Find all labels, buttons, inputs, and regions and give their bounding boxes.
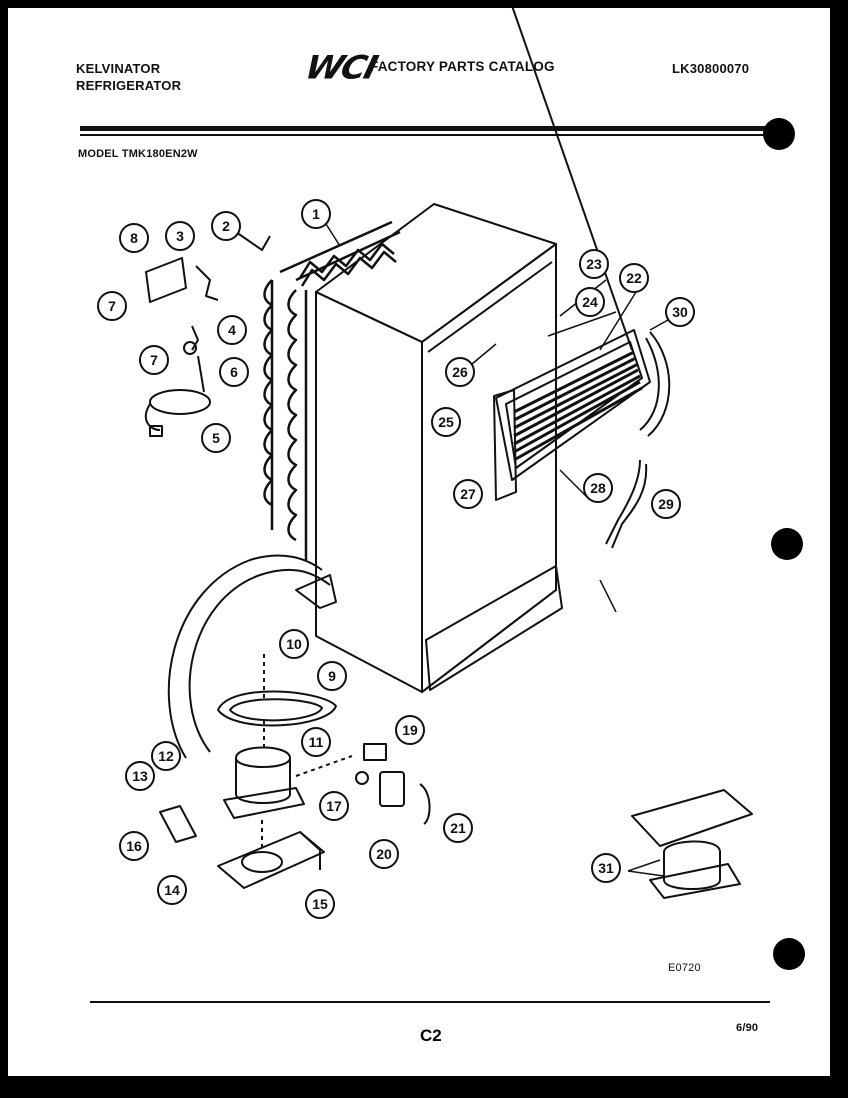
binder-hole-middle [771,528,803,560]
exploded-parts-diagram: 1 2 3 8 7 4 7 6 5 23 22 24 30 26 25 27 2… [97,8,753,919]
callout-19: 19 [395,715,425,745]
svg-text:15: 15 [312,896,328,912]
svg-text:12: 12 [158,748,174,764]
callout-24: 24 [575,287,605,317]
svg-text:28: 28 [590,480,606,496]
binder-hole-bottom [773,938,805,970]
svg-text:9: 9 [328,668,336,684]
svg-text:11: 11 [309,734,324,750]
drawing-code: E0720 [668,962,701,974]
callout-22: 22 [619,263,649,293]
svg-text:29: 29 [658,496,674,512]
model-label: MODEL TMK180EN2W [78,148,198,160]
catalog-title: FACTORY PARTS CATALOG [370,59,555,74]
svg-text:19: 19 [402,722,418,738]
svg-text:6: 6 [230,364,238,380]
callout-29: 29 [651,489,681,519]
bracket-part-8 [145,257,187,303]
svg-text:24: 24 [582,294,598,310]
callout-15: 15 [305,889,335,919]
binder-hole-top [763,118,795,150]
callout-7b: 7 [139,345,169,375]
power-cord [144,355,211,437]
revision-date: 6/90 [736,1022,759,1034]
svg-text:26: 26 [452,364,468,380]
callout-12: 12 [151,741,181,771]
svg-text:7: 7 [108,298,116,314]
svg-text:10: 10 [286,636,302,652]
svg-text:2: 2 [222,218,230,234]
svg-text:8: 8 [130,230,138,246]
drain-hose [188,568,331,753]
svg-text:27: 27 [460,486,476,502]
svg-text:7: 7 [150,352,158,368]
base-plate [217,820,325,889]
condenser-coils [263,220,401,560]
callout-14: 14 [157,875,187,905]
footer-rule [90,1001,770,1003]
callout-13: 13 [125,761,155,791]
header-rule [80,126,766,131]
svg-text:25: 25 [438,414,454,430]
svg-text:20: 20 [376,846,392,862]
compressor [223,720,353,819]
page-number: C2 [420,1026,442,1045]
callout-11: 11 [301,727,331,757]
svg-text:23: 23 [586,256,602,272]
callout-16: 16 [119,831,149,861]
brand-name: KELVINATOR REFRIGERATOR [76,60,181,94]
relay-parts [355,743,431,825]
evaporator-coil [493,8,671,501]
cabinet-drawing [315,203,563,693]
catalog-number: LK30800070 [672,61,750,76]
callout-26: 26 [445,357,475,387]
callout-9: 9 [317,661,347,691]
svg-text:31: 31 [598,860,614,876]
callout-21: 21 [443,813,473,843]
callout-23: 23 [579,249,609,279]
svg-text:14: 14 [164,882,180,898]
callout-10: 10 [279,629,309,659]
callout-8: 8 [119,223,149,253]
svg-text:4: 4 [228,322,236,338]
callout-4: 4 [217,315,247,345]
brand-line-1: KELVINATOR [76,61,161,76]
svg-text:30: 30 [672,304,688,320]
callout-31: 31 [591,853,621,883]
catalog-page: KELVINATOR REFRIGERATOR WCI FACTORY PART… [8,8,830,1076]
svg-text:16: 16 [126,838,142,854]
callout-27: 27 [453,479,483,509]
svg-text:22: 22 [626,270,642,286]
callout-3: 3 [165,221,195,251]
callout-circles: 1 2 3 8 7 4 7 6 5 23 22 24 30 26 25 27 2… [97,199,695,919]
callout-2: 2 [211,211,241,241]
callout-7a: 7 [97,291,127,321]
brand-line-2: REFRIGERATOR [76,78,182,93]
callout-17: 17 [319,791,349,821]
callout-1: 1 [301,199,331,229]
header-rule-thin [80,134,766,136]
svg-text:21: 21 [450,820,466,836]
callout-6: 6 [219,357,249,387]
svg-text:17: 17 [326,798,342,814]
callout-20: 20 [369,839,399,869]
callout-30: 30 [665,297,695,327]
svg-text:5: 5 [212,430,220,446]
replacement-compressor [631,789,753,899]
callout-5: 5 [201,423,231,453]
svg-text:13: 13 [132,768,148,784]
callout-28: 28 [583,473,613,503]
svg-text:3: 3 [176,228,184,244]
drip-pan [217,654,337,727]
svg-text:1: 1 [312,206,320,222]
callout-25: 25 [431,407,461,437]
